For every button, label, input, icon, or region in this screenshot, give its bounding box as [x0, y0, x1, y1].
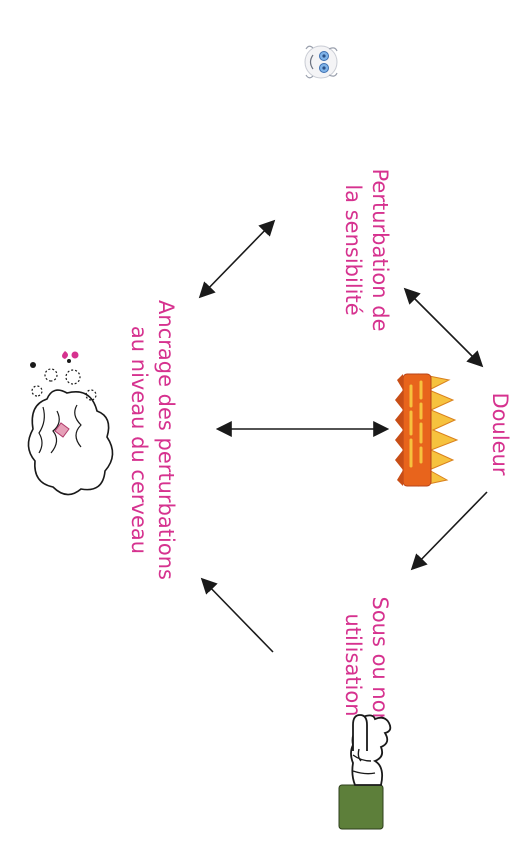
arrow-sensibilite-douleur: [406, 290, 481, 365]
arrow-sensibilite-ancrage: [201, 222, 273, 296]
arrow-sous-utilisation-ancrage: [203, 580, 273, 652]
label-ancrage-cerveau: Ancrage des perturbations au niveau du c…: [125, 250, 179, 630]
label-perturbation-sensibilite: Perturbation de la sensibilité: [339, 125, 393, 375]
arrow-douleur-sous-utilisation: [413, 492, 487, 568]
label-douleur: Douleur: [486, 374, 513, 494]
label-sous-utilisation: Sous ou non- utilisation: [339, 540, 393, 790]
